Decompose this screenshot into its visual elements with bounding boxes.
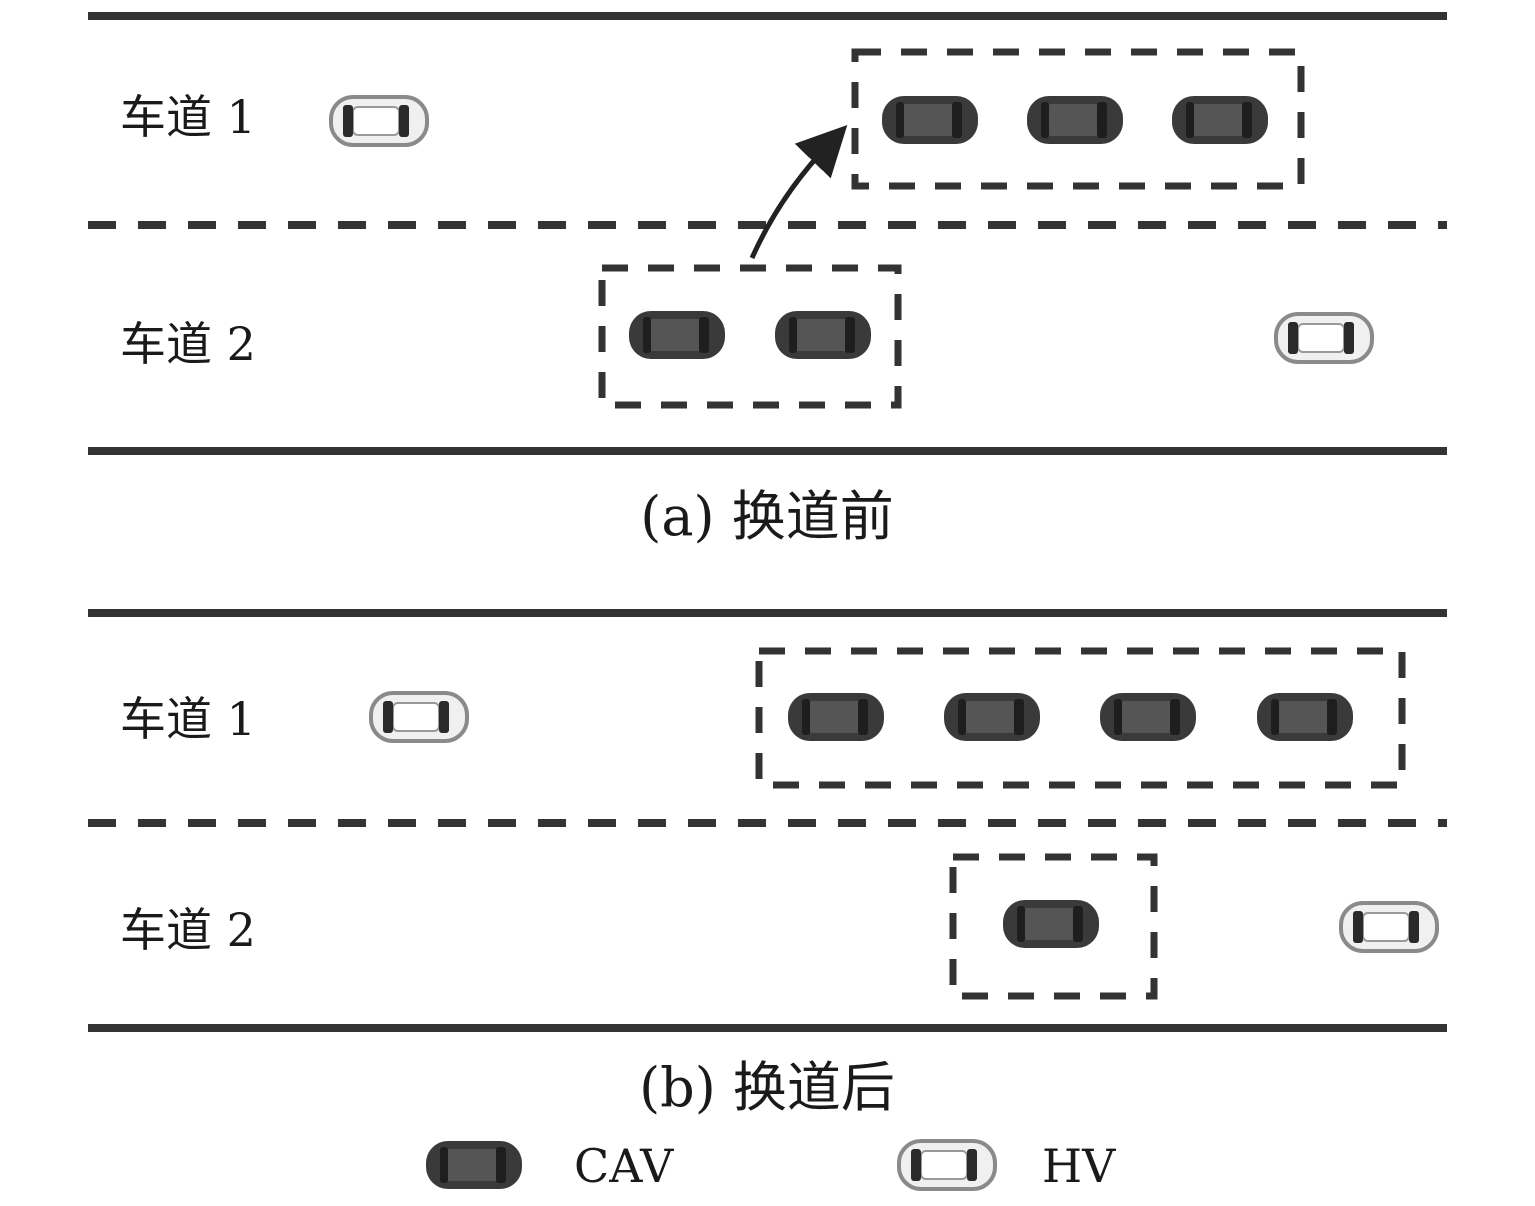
cav-car-icon [1027, 96, 1123, 144]
cav-car-icon [1172, 96, 1268, 144]
cav-car-icon [882, 96, 978, 144]
platoon-box-lane2-b [949, 853, 1158, 1000]
hv-car-icon [1339, 901, 1439, 953]
platoon-box-lane2-a [598, 264, 902, 409]
lane-1-label-b: 车道 1 [120, 692, 256, 746]
cav-car-icon [944, 693, 1040, 741]
lane-1-label-a: 车道 1 [120, 90, 256, 144]
hv-car-icon [1274, 312, 1374, 364]
lane-2-label-b: 车道 2 [120, 903, 256, 957]
cav-car-icon [1100, 693, 1196, 741]
panel-a: 车道 1 车道 2 (a) 换道前 [88, 12, 1447, 548]
legend-cav-icon [426, 1141, 522, 1189]
legend: CAV HV [426, 1139, 1116, 1193]
cav-car-icon [775, 311, 871, 359]
cav-car-icon [629, 311, 725, 359]
cav-car-icon [1003, 900, 1099, 948]
lane-change-arrow-icon [749, 124, 848, 260]
caption-b: (b) 换道后 [639, 1056, 895, 1119]
legend-cav-label: CAV [574, 1139, 674, 1193]
lane-2-label-a: 车道 2 [120, 317, 256, 371]
hv-car-icon [369, 691, 469, 743]
platoon-box-lane1-b [755, 647, 1406, 789]
platoon-box-lane1-a [851, 48, 1305, 190]
hv-car-icon [329, 95, 429, 147]
cav-car-icon [788, 693, 884, 741]
cav-car-icon [1257, 693, 1353, 741]
panel-b: 车道 1 车道 2 (b) 换道后 [88, 609, 1447, 1119]
legend-hv-label: HV [1042, 1139, 1116, 1193]
legend-hv-icon [897, 1139, 997, 1191]
caption-a: (a) 换道前 [640, 485, 894, 548]
